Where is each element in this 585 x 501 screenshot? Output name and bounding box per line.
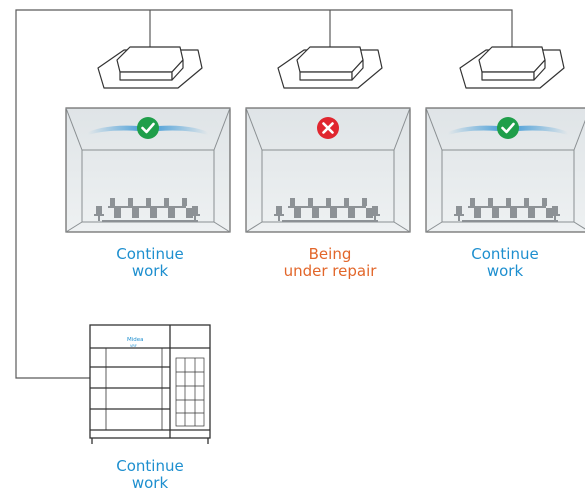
room-3-status-line2: work	[486, 262, 524, 280]
check-circle-icon	[497, 117, 519, 139]
indoor-units	[97, 46, 565, 89]
indoor-unit-1	[97, 46, 203, 89]
refrigerant-piping	[15, 9, 513, 379]
room-1-status-line1: Continue	[116, 245, 184, 263]
room-2-status-line1: Being	[308, 245, 352, 263]
outdoor-unit-status-line1: Continue	[116, 457, 184, 475]
office-furniture	[274, 198, 380, 222]
outdoor-unit-model: VRF	[130, 344, 137, 348]
office-furniture	[454, 198, 560, 222]
outdoor-unit-grille	[175, 357, 205, 427]
cross-circle-icon	[317, 117, 339, 139]
room-2	[245, 107, 411, 233]
airflow-indicator	[88, 125, 208, 135]
rooms	[65, 107, 585, 233]
airflow-indicator	[448, 125, 568, 135]
outdoor-unit-status-line2: work	[131, 474, 169, 492]
room-1-status-label: Continue work	[95, 246, 205, 280]
indoor-unit-2	[277, 46, 383, 89]
outdoor-unit: Midea VRF	[89, 324, 211, 444]
room-1-status-line2: work	[131, 262, 169, 280]
outdoor-unit-status-label: Continue work	[95, 458, 205, 492]
room-3	[425, 107, 585, 233]
outdoor-unit-brand: Midea	[127, 337, 144, 343]
room-1	[65, 107, 231, 233]
room-2-status-label: Being under repair	[260, 246, 400, 280]
main-pipe	[15, 9, 513, 379]
room-3-status-line1: Continue	[471, 245, 539, 263]
indoor-unit-3	[459, 46, 565, 89]
room-2-status-line2: under repair	[283, 262, 377, 280]
office-furniture	[94, 198, 200, 222]
check-circle-icon	[137, 117, 159, 139]
room-3-status-label: Continue work	[450, 246, 560, 280]
